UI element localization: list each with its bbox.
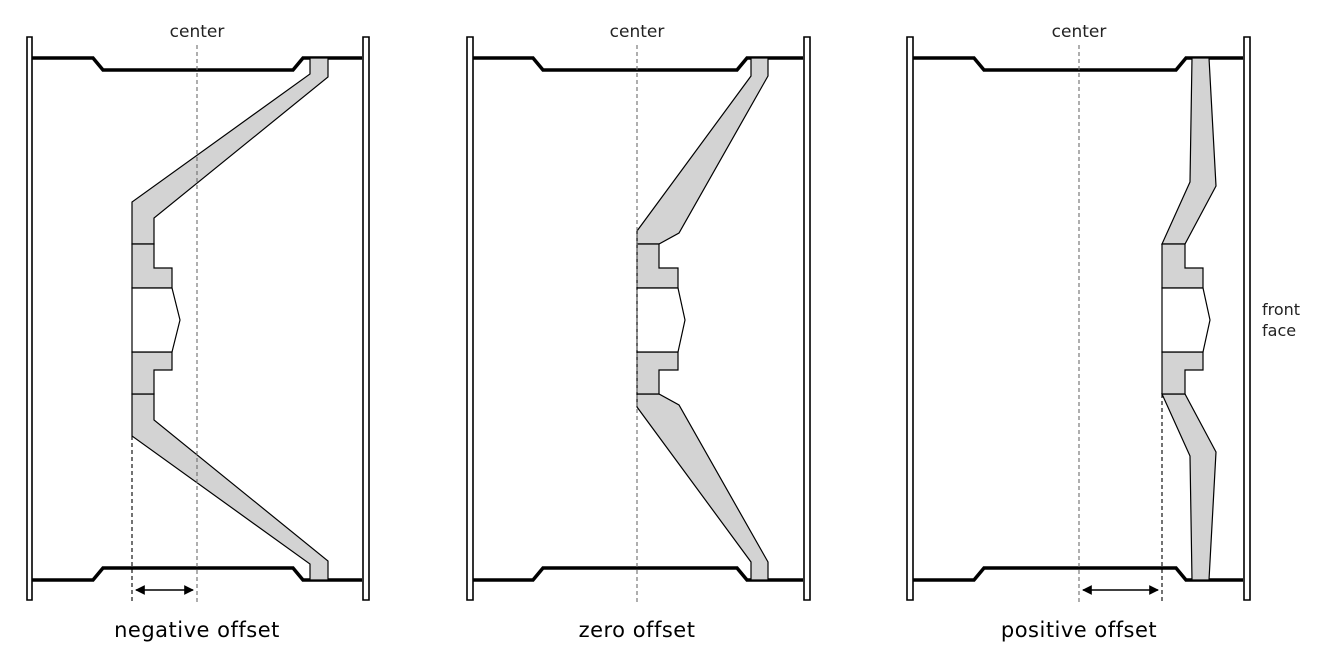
center-label: center — [1052, 22, 1107, 42]
panel-positive-offset: center positive offset — [906, 22, 1251, 642]
wheel-disc-top — [636, 57, 769, 245]
front-face-label-line1: front — [1262, 300, 1300, 319]
panel-zero-offset: center zero offset — [466, 22, 811, 642]
wheel-disc-bottom — [131, 393, 329, 581]
rim-flange-inner — [466, 36, 474, 601]
center-label: center — [610, 22, 665, 42]
caption-zero-offset: zero offset — [579, 618, 696, 642]
hub-lower — [1161, 351, 1204, 395]
rim-flange-inner — [906, 36, 914, 601]
rim-flange-inner — [26, 36, 33, 601]
front-face-label-line2: face — [1262, 321, 1296, 340]
wheel-disc-bottom — [636, 393, 769, 581]
wheel-disc-top — [1161, 57, 1217, 245]
wheel-disc-bottom — [1161, 393, 1217, 581]
rim-flange-outer — [1243, 36, 1251, 601]
hub-upper — [131, 243, 173, 289]
hub-lower — [636, 351, 679, 395]
center-bore — [636, 287, 686, 353]
center-bore — [131, 287, 181, 353]
caption-positive-offset: positive offset — [1001, 618, 1157, 642]
caption-negative-offset: negative offset — [114, 618, 280, 642]
hub-upper — [1161, 243, 1204, 289]
hub-upper — [636, 243, 679, 289]
rim-flange-outer — [362, 36, 370, 601]
rim-flange-outer — [803, 36, 811, 601]
center-label: center — [170, 22, 225, 42]
hub-lower — [131, 351, 173, 395]
panel-negative-offset: center negative offset — [26, 22, 370, 642]
center-bore — [1161, 287, 1211, 353]
wheel-disc-top — [131, 57, 329, 245]
